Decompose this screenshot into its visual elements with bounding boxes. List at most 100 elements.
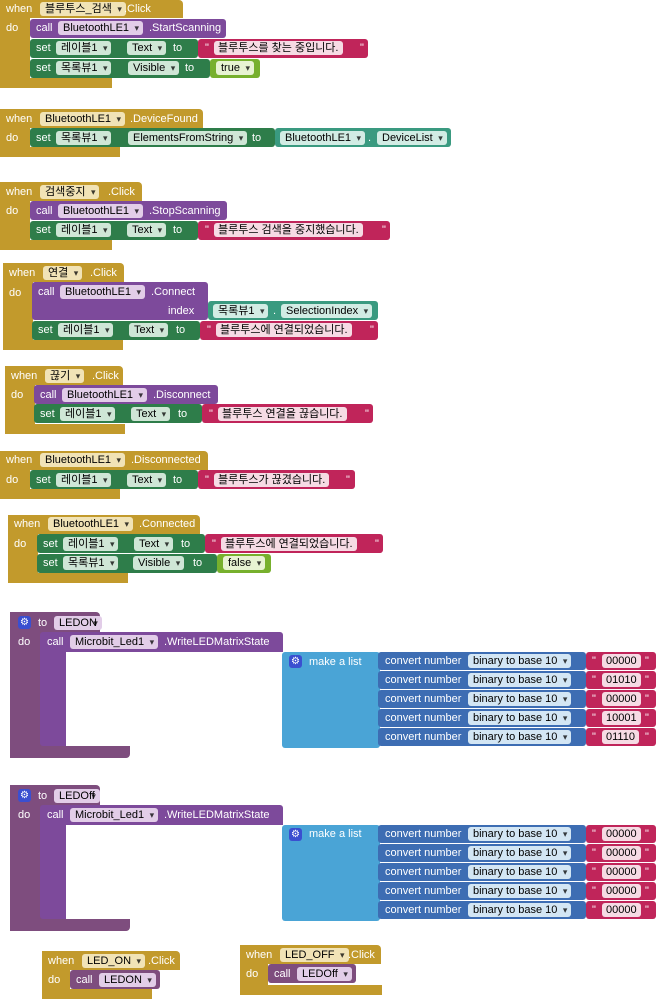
component-dropdown[interactable]: 레이블1: [58, 323, 114, 337]
quote-open: ": [592, 904, 596, 916]
event-name: .Click: [348, 949, 375, 961]
event-block-body: [42, 969, 70, 991]
convert-label: convert number: [385, 866, 462, 878]
conversion-dropdown[interactable]: binary to base 10: [468, 711, 572, 725]
text-value[interactable]: 블루투스가 끊겼습니다.: [214, 473, 330, 487]
boolean-dropdown[interactable]: true: [216, 61, 254, 75]
component-dropdown[interactable]: 연결: [43, 266, 83, 280]
property-dropdown[interactable]: Visible: [133, 556, 185, 570]
row-value[interactable]: 00000: [602, 827, 641, 841]
do-label: do: [48, 974, 61, 986]
convert-label: convert number: [385, 904, 462, 916]
method-name: .Disconnect: [153, 389, 211, 401]
property-dropdown[interactable]: Text: [127, 223, 167, 237]
make-a-list-block[interactable]: [282, 652, 380, 748]
component-dropdown[interactable]: 검색중지: [40, 185, 100, 199]
component-dropdown[interactable]: 목록뷰1: [63, 556, 119, 570]
to-label: to: [173, 224, 183, 236]
event-block-footer: [0, 78, 112, 88]
property-dropdown[interactable]: Visible: [128, 61, 180, 75]
conversion-dropdown[interactable]: binary to base 10: [468, 730, 572, 744]
row-value[interactable]: 01110: [602, 730, 639, 744]
component-dropdown[interactable]: 레이블1: [56, 473, 112, 487]
conversion-dropdown[interactable]: binary to base 10: [468, 654, 572, 668]
to-label: to: [173, 42, 183, 54]
row-value[interactable]: 00000: [602, 846, 641, 860]
row-value[interactable]: 00000: [602, 654, 641, 668]
component-dropdown[interactable]: BluetoothLE1: [48, 517, 134, 531]
procedure-dropdown[interactable]: LEDOff: [297, 967, 352, 981]
event-block-footer: [42, 989, 152, 999]
conversion-dropdown[interactable]: binary to base 10: [468, 903, 572, 917]
row-value[interactable]: 00000: [602, 865, 641, 879]
property-dropdown[interactable]: Text: [127, 41, 167, 55]
component-dropdown[interactable]: LED_OFF: [280, 948, 349, 962]
component-dropdown[interactable]: LED_ON: [82, 954, 146, 968]
make-a-list-block[interactable]: [282, 825, 380, 921]
event-name: .Click: [90, 267, 117, 279]
text-value[interactable]: 블루투스에 연결되었습니다.: [216, 323, 352, 337]
row-value[interactable]: 01010: [602, 673, 641, 687]
row-value[interactable]: 00000: [602, 903, 641, 917]
row-value[interactable]: 10001: [602, 711, 641, 725]
set-label: set: [36, 62, 51, 74]
convert-label: convert number: [385, 731, 462, 743]
component-dropdown[interactable]: BluetoothLE1: [62, 388, 148, 402]
row-value[interactable]: 00000: [602, 884, 641, 898]
component-dropdown[interactable]: BluetoothLE1: [58, 204, 144, 218]
quote-close: ": [645, 885, 649, 897]
event-block-body: [0, 18, 30, 80]
event-block-footer: [240, 985, 382, 995]
property-dropdown[interactable]: Text: [131, 407, 171, 421]
text-value[interactable]: 블루투스 검색을 중지했습니다.: [214, 223, 363, 237]
boolean-dropdown[interactable]: false: [223, 556, 266, 570]
property-dropdown[interactable]: ElementsFromString: [128, 131, 248, 145]
procedure-dropdown[interactable]: LEDON: [99, 973, 156, 987]
do-label: do: [9, 287, 22, 299]
component-dropdown[interactable]: 목록뷰1: [213, 304, 269, 318]
text-value[interactable]: 블루투스 연결을 끊습니다.: [218, 407, 347, 421]
conversion-dropdown[interactable]: binary to base 10: [468, 673, 572, 687]
property-dropdown[interactable]: SelectionIndex: [281, 304, 373, 318]
quote-open: ": [592, 866, 596, 878]
component-dropdown[interactable]: BluetoothLE1: [280, 131, 366, 145]
call-label: call: [274, 968, 291, 980]
component-dropdown[interactable]: 레이블1: [60, 407, 116, 421]
property-dropdown[interactable]: DeviceList: [377, 131, 447, 145]
component-dropdown[interactable]: Microbit_Led1: [70, 808, 159, 822]
to-label: to: [193, 557, 203, 569]
component-dropdown[interactable]: BluetoothLE1: [60, 285, 146, 299]
conversion-dropdown[interactable]: binary to base 10: [468, 865, 572, 879]
gear-icon[interactable]: ⚙: [289, 828, 302, 841]
property-dropdown[interactable]: Text: [127, 473, 167, 487]
conversion-dropdown[interactable]: binary to base 10: [468, 884, 572, 898]
property-dropdown[interactable]: Text: [129, 323, 169, 337]
conversion-dropdown[interactable]: binary to base 10: [468, 692, 572, 706]
component-dropdown[interactable]: BluetoothLE1: [58, 21, 144, 35]
component-dropdown[interactable]: 목록뷰1: [56, 131, 112, 145]
component-dropdown[interactable]: 레이블1: [56, 223, 112, 237]
text-value[interactable]: 블루투스에 연결되었습니다.: [221, 537, 357, 551]
conversion-dropdown[interactable]: binary to base 10: [468, 827, 572, 841]
component-dropdown[interactable]: BluetoothLE1: [40, 112, 126, 126]
procedure-name[interactable]: LEDOff: [54, 789, 100, 803]
component-dropdown[interactable]: 레이블1: [63, 537, 119, 551]
gear-icon[interactable]: ⚙: [18, 789, 31, 802]
gear-icon[interactable]: ⚙: [289, 655, 302, 668]
gear-icon[interactable]: ⚙: [18, 616, 31, 629]
component-dropdown[interactable]: BluetoothLE1: [40, 453, 126, 467]
set-label: set: [36, 132, 51, 144]
conversion-dropdown[interactable]: binary to base 10: [468, 846, 572, 860]
quote-close: ": [645, 731, 649, 743]
component-dropdown[interactable]: Microbit_Led1: [70, 635, 159, 649]
procedure-name[interactable]: LEDON: [54, 616, 102, 630]
component-dropdown[interactable]: 레이블1: [56, 41, 112, 55]
component-dropdown[interactable]: 끊기: [45, 369, 85, 383]
text-value[interactable]: 블루투스를 찾는 중입니다.: [214, 41, 343, 55]
to-label: to: [176, 324, 186, 336]
component-dropdown[interactable]: 목록뷰1: [56, 61, 112, 75]
property-dropdown[interactable]: Text: [134, 537, 174, 551]
quote-open: ": [207, 324, 211, 336]
row-value[interactable]: 00000: [602, 692, 641, 706]
component-dropdown[interactable]: 블루투스_검색: [40, 2, 126, 16]
